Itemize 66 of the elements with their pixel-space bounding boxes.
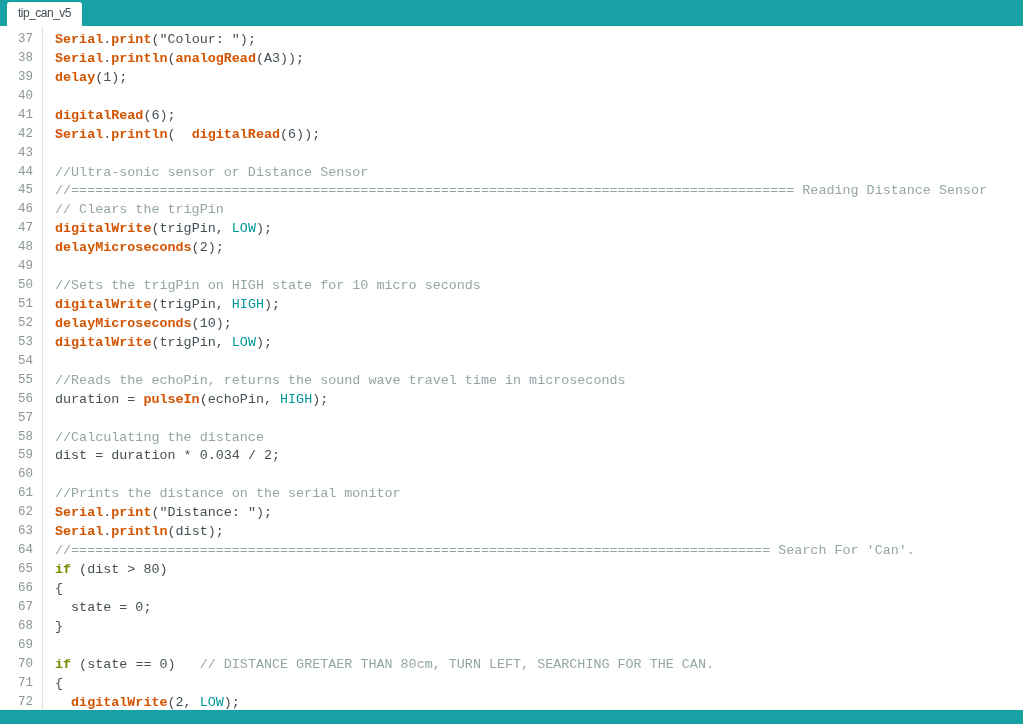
code-line: Serial.println(analogRead(A3)); [55, 49, 305, 68]
code-line: Serial.print("Colour: "); [55, 31, 256, 49]
line-number: 48 [17, 239, 33, 257]
line-number: 68 [17, 617, 33, 635]
code-line: //Prints the distance on the serial monitor [55, 485, 401, 504]
code-line: { [55, 579, 64, 598]
line-number: 41 [17, 106, 33, 124]
code-line: // Clears the trigPin [55, 201, 224, 220]
code-line: delayMicroseconds(10); [55, 314, 232, 333]
code-line: //Sets the trigPin on HIGH state for 10 micro seconds [55, 277, 481, 296]
line-number: 46 [17, 201, 33, 219]
line-number: 55 [17, 371, 33, 389]
line-number: 63 [17, 523, 33, 541]
line-number: 71 [17, 674, 33, 692]
line-number: 54 [17, 352, 33, 370]
line-number: 65 [17, 561, 33, 579]
line-number: 67 [17, 598, 33, 616]
line-number: 45 [17, 182, 33, 200]
line-number: 37 [17, 31, 33, 48]
line-number: 49 [17, 258, 33, 276]
line-number: 66 [17, 579, 33, 597]
code-line: //Reads the echoPin, returns the sound wave travel time in microseconds [55, 371, 626, 390]
line-number: 72 [17, 693, 33, 710]
code-line: Serial.println( digitalRead(6)); [55, 125, 321, 144]
line-number: 50 [17, 277, 33, 295]
line-number: 56 [17, 390, 33, 408]
line-number: 58 [17, 428, 33, 446]
line-number: 39 [17, 68, 33, 86]
code-line: digitalWrite(trigPin, HIGH); [55, 296, 281, 314]
code-line: //========================================================================================== Reading Distance Sensor [55, 182, 988, 201]
line-number: 69 [17, 636, 33, 654]
code-line: digitalWrite(2, LOW); [70, 693, 240, 710]
code-line: //Ultra-sonic sensor or Distance Sensor [55, 163, 369, 182]
code-line: Serial.println(dist); [55, 523, 224, 542]
line-number: 40 [17, 87, 33, 105]
code-line: duration = pulseIn(echoPin, HIGH); [55, 390, 329, 409]
line-number: 43 [17, 144, 33, 162]
line-number: 62 [17, 504, 33, 522]
file-tab: tip_can_v5 [7, 2, 83, 26]
code-line: //Calculating the distance [55, 428, 264, 447]
code-line: digitalRead(6); [55, 106, 176, 125]
code-line: if (dist > 80) [55, 561, 168, 580]
code-line: } [55, 617, 64, 636]
line-number: 38 [17, 49, 33, 67]
line-number: 47 [17, 220, 33, 238]
line-number: 42 [17, 125, 33, 143]
code-line: digitalWrite(trigPin, LOW); [55, 220, 272, 239]
line-number: 53 [17, 333, 33, 351]
code-line: //======================================================================================= Search For 'Can'. [55, 542, 915, 561]
line-number: 70 [17, 655, 33, 673]
line-number: 44 [17, 163, 33, 181]
code-line: digitalWrite(trigPin, LOW); [55, 333, 272, 352]
code-line: delay(1); [55, 68, 128, 87]
code-line: dist = duration * 0.034 / 2; [55, 447, 281, 466]
code-line: { [55, 674, 64, 693]
code-line: Serial.print("Distance: "); [55, 504, 272, 523]
line-number: 52 [17, 314, 33, 332]
code-line: delayMicroseconds(2); [55, 239, 224, 258]
line-number: 57 [17, 409, 33, 427]
line-number: 61 [17, 485, 33, 503]
line-number: 64 [17, 542, 33, 560]
line-number: 60 [17, 466, 33, 484]
code-line: state = 0; [70, 598, 152, 617]
code-line: if (state == 0) // DISTANCE GRETAER THAN 80cm, TURN LEFT, SEARCHING FOR THE CAN. [55, 655, 714, 674]
line-number: 51 [17, 296, 33, 313]
line-number: 59 [17, 447, 33, 465]
